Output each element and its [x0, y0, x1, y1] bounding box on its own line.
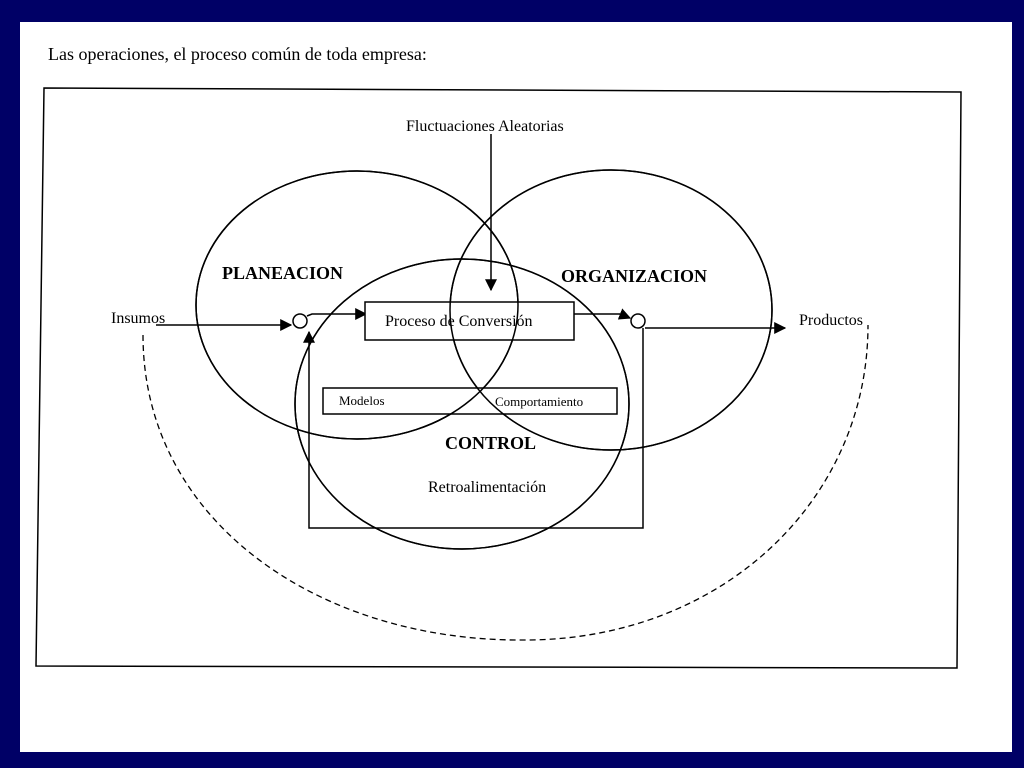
proceso-conversion-box: [364, 301, 575, 341]
input-junction-node: [292, 313, 308, 329]
organizacion-circle-overlay: [449, 169, 773, 451]
organizacion-label: ORGANIZACION: [561, 266, 707, 286]
outer-frame: [35, 87, 962, 669]
slide: Las operaciones, el proceso común de tod…: [20, 22, 1012, 752]
operations-diagram: Fluctuaciones Aleatorias PLANEACION ORGA…: [35, 87, 962, 669]
dashed-outer-loop: [142, 324, 869, 641]
control-circle-overlay: [294, 258, 630, 550]
input-to-process-arrow: [306, 308, 368, 320]
proceso-label: Proceso de Conversión: [385, 313, 533, 330]
retroalimentacion-loop: [303, 328, 644, 529]
process-to-output-arrow: [574, 308, 632, 320]
modelos-label: Modelos: [339, 393, 385, 408]
planeacion-circle-overlay: [195, 170, 519, 440]
insumos-label: Insumos: [111, 310, 165, 327]
slide-title: Las operaciones, el proceso común de tod…: [48, 44, 427, 64]
output-junction-node: [630, 313, 646, 329]
comportamiento-label: Comportamiento: [495, 394, 583, 409]
retroalimentacion-label: Retroalimentación: [428, 479, 546, 496]
planeacion-label: PLANEACION: [222, 263, 343, 283]
fluctuaciones-label: Fluctuaciones Aleatorias: [406, 118, 564, 135]
productos-label: Productos: [799, 312, 863, 329]
control-label: CONTROL: [445, 433, 536, 453]
